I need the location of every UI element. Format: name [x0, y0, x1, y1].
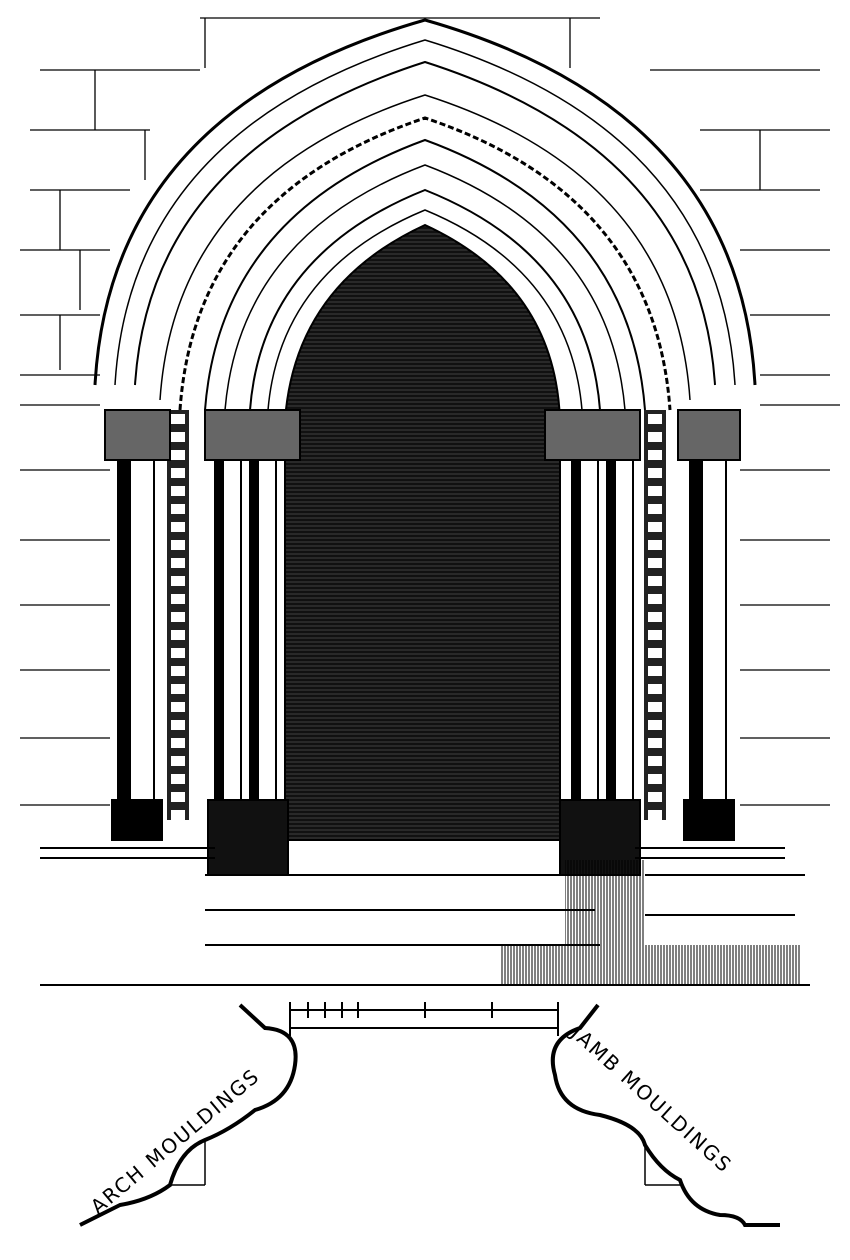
door-opening: [284, 223, 561, 841]
arch-moulding-section: [79, 1003, 298, 1227]
foliage-ornament: [167, 410, 666, 820]
wall-brick-courses: [20, 17, 840, 806]
steps: [40, 839, 810, 986]
arch-rings: [93, 18, 757, 411]
jamb-moulding-section: [550, 1003, 780, 1227]
arch-mouldings-label: ARCH MOULDINGS: [86, 1063, 265, 1218]
columns: [104, 409, 741, 876]
scale-bar: [289, 1002, 559, 1036]
